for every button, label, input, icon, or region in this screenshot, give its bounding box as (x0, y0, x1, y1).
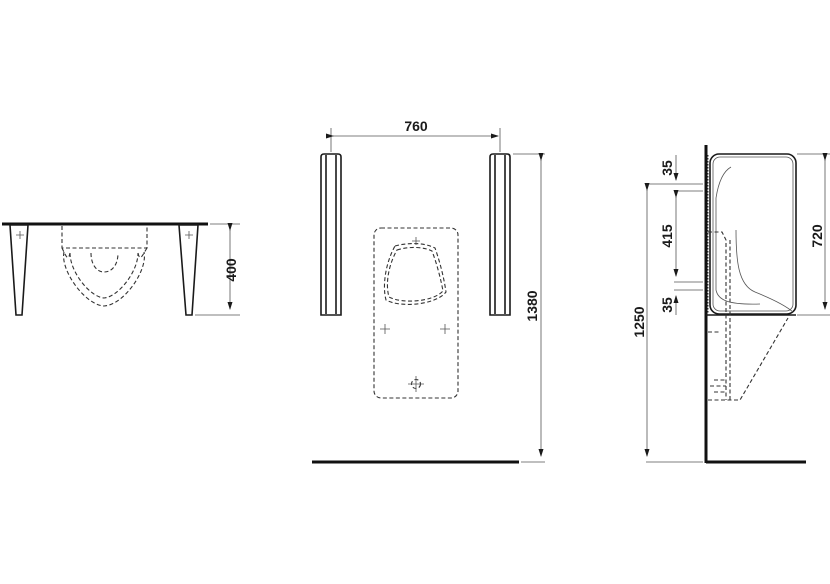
dimension-label-1380: 1380 (524, 290, 540, 321)
right-partition-panel (489, 153, 511, 316)
top-view: 400 (2, 222, 240, 316)
urinal-body-side (709, 153, 797, 315)
drain-mark-icon (408, 376, 424, 392)
dimension-label-35-bottom: 35 (659, 297, 675, 313)
fixing-mark-icon (380, 324, 390, 334)
urinal-bowl-outline (383, 243, 447, 305)
dimension-label-415: 415 (659, 224, 675, 248)
left-partition-top (9, 224, 29, 316)
fixing-mark-icon (440, 324, 450, 334)
fixing-mark-icon (16, 231, 24, 239)
dimension-label-720: 720 (809, 224, 825, 248)
support-bracket-outline (708, 317, 789, 401)
drain-outline (90, 252, 119, 273)
fixing-mark-icon (412, 237, 420, 245)
front-view: 760 (312, 118, 545, 464)
urinal-outline-front (373, 227, 459, 399)
urinal-outline-top (61, 226, 148, 249)
left-partition-panel (320, 153, 342, 316)
fixing-mark-icon (185, 231, 193, 239)
right-partition-top (178, 224, 199, 316)
dimension-label-400: 400 (223, 258, 239, 282)
dimension-label-760: 760 (404, 118, 428, 134)
bowl-curve (715, 166, 761, 305)
side-view: 720 35 415 35 1250 (631, 145, 830, 464)
dimension-label-35-top: 35 (659, 160, 675, 176)
dimension-label-1250: 1250 (631, 306, 647, 337)
